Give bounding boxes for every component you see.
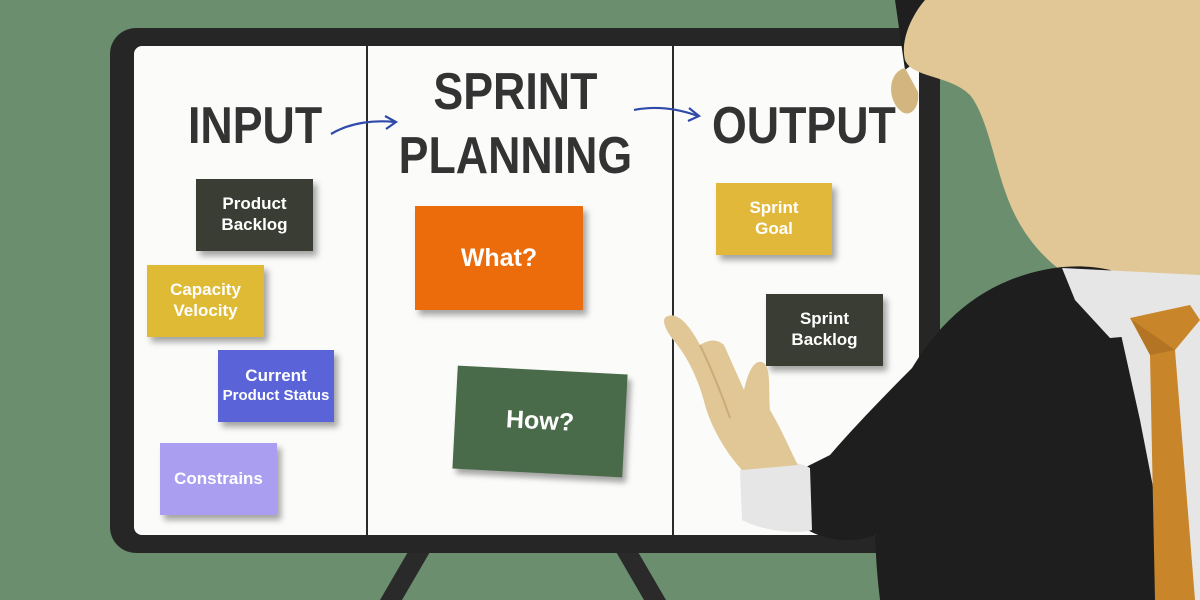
input-heading: INPUT: [188, 97, 323, 155]
sprint-backlog-label-line2: Backlog: [791, 330, 858, 349]
current-product-status-label-line1: Current: [245, 366, 307, 386]
sprint-goal-note: Sprint Goal: [716, 183, 832, 255]
sprint-planning-heading-line1: SPRINT: [433, 63, 598, 121]
presenter-arm: [792, 350, 955, 541]
sprint-planning-heading: SPRINT PLANNING: [395, 66, 636, 182]
presenter-suit: [875, 266, 1200, 600]
capacity-velocity-label-line1: Capacity: [170, 280, 241, 300]
capacity-velocity-note: Capacity Velocity: [147, 265, 264, 337]
arrow-icon-planning-to-output: [633, 106, 702, 123]
current-product-status-note: Current Product Status: [218, 350, 334, 422]
sprint-backlog-label-line1: Sprint: [799, 309, 850, 329]
column-divider-left: [366, 46, 368, 535]
presenter-hand: [664, 315, 798, 470]
presenter-head: [903, 0, 1200, 300]
constrains-note: Constrains: [160, 443, 277, 515]
product-backlog-label-line1: Product: [222, 194, 287, 214]
current-product-status-label-line2: Product Status: [222, 387, 330, 405]
sprint-backlog-note: Sprint Backlog: [766, 294, 883, 366]
presenter-cuff: [740, 462, 812, 532]
product-backlog-note: Product Backlog: [196, 179, 313, 251]
capacity-velocity-label-line2: Velocity: [173, 301, 238, 320]
output-heading: OUTPUT: [712, 97, 896, 155]
what-note: What?: [415, 206, 583, 310]
sprint-planning-heading-line2: PLANNING: [398, 127, 633, 185]
sprint-goal-label-line1: Sprint: [749, 198, 799, 218]
column-divider-right: [672, 46, 674, 535]
what-label: What?: [460, 243, 538, 272]
presenter-ear: [891, 68, 919, 114]
product-backlog-label-line2: Backlog: [221, 215, 288, 234]
arrow-icon-input-to-planning: [330, 115, 399, 135]
presenter-tie: [1130, 305, 1200, 600]
constrains-label: Constrains: [174, 468, 263, 488]
sprint-goal-label-line2: Goal: [755, 219, 793, 238]
